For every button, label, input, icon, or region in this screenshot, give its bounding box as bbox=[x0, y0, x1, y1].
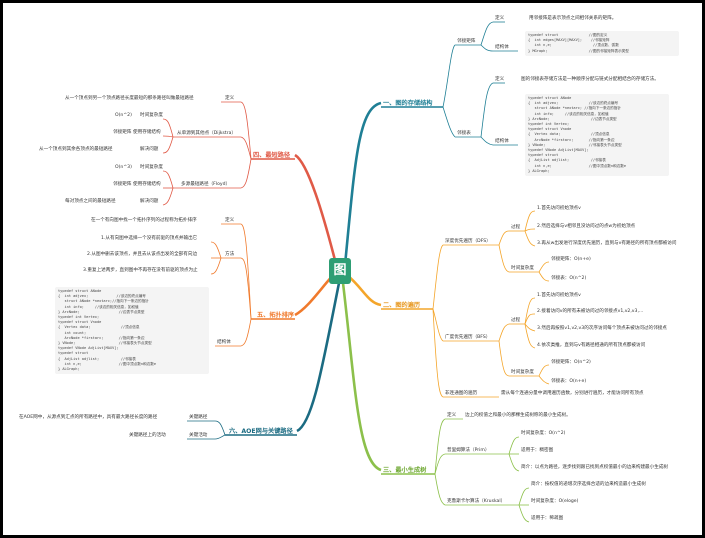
kruskal-item-3: 适用于：稀疏图 bbox=[531, 516, 564, 521]
floyd-complexity: O(n^3) bbox=[115, 165, 132, 170]
floyd-solve-label: 解决问题 bbox=[140, 199, 159, 204]
bfs-step-2: 2.接着访问v的所有未被访问过的邻接点v1,v2,v3,... bbox=[537, 309, 644, 314]
dfs-complexity-2: 邻接表：O(n^2) bbox=[551, 276, 587, 281]
dfs-complexity-label: 时间复杂度 bbox=[511, 266, 534, 271]
topo-struct-label: 结构体 bbox=[217, 340, 231, 345]
kruskal-label[interactable]: 克鲁斯卡尔算法（Kruskal） bbox=[447, 499, 506, 504]
dfs-label[interactable]: 深度优先遍历（DFS） bbox=[445, 239, 491, 244]
branch6-title[interactable]: 六、AOE网与关键路径 bbox=[229, 428, 293, 435]
bfs-complexity-2: 邻接表：O(n+e) bbox=[551, 379, 587, 384]
branch2-title[interactable]: 二、图的遍历 bbox=[383, 302, 421, 309]
dijkstra-label[interactable]: 从单源到其他点（Dijkstra） bbox=[177, 131, 236, 136]
mst-def-label: 定义 bbox=[447, 413, 457, 418]
adj-list-def-text: 图的邻接表存储方法是一种顺序分配与链式分配相结合的存储方法。 bbox=[521, 77, 659, 82]
prim-item-2: 适用于：稠密图 bbox=[521, 448, 554, 453]
dijkstra-solve-label: 解决问题 bbox=[140, 147, 159, 152]
mindmap-links bbox=[162, 21, 550, 523]
non-connected-text: 需从每个连通分量中调用遍历函数，分别进行遍历，才能访问所有顶点 bbox=[501, 391, 644, 396]
bfs-complexity-1: 邻接矩阵：O(n^2) bbox=[551, 360, 591, 365]
link-branch3 bbox=[341, 282, 382, 472]
kruskal-item-2: 时间复杂度：O(eloge) bbox=[531, 499, 579, 504]
bfs-step-4: 4.依次类推，直到与v有路径相通的所有顶点都被访问 bbox=[537, 343, 646, 348]
prim-label[interactable]: 普里姆算法（Prim） bbox=[447, 448, 490, 453]
bfs-label[interactable]: 广度优先遍历（BFS） bbox=[445, 335, 491, 340]
bfs-step-3: 3.然后再按照v1,v2,v3的次序访问每个顶点未被访问过的邻接点 bbox=[537, 326, 667, 331]
dijkstra-storage: 邻接矩阵 bbox=[113, 130, 132, 135]
dijkstra-complexity-label: 时间复杂度 bbox=[140, 113, 163, 118]
bfs-process-label: 过程 bbox=[511, 318, 521, 323]
dfs-complexity-1: 邻接矩阵：O(n+e) bbox=[551, 257, 591, 262]
prim-item-3: 简介：以点为路径，逐步找到跟已找到点权值最小的边来构建最小生成树 bbox=[521, 465, 669, 470]
bfs-step-1: 1.首先访问初始顶点v bbox=[537, 293, 581, 298]
mindmap-canvas: 图 一、图的存储结构 邻接矩阵 定义 用邻接阵是表示顶点之间相邻关系的矩阵。 结… bbox=[3, 3, 702, 535]
floyd-solve: 每对顶点之间的最短路径 bbox=[65, 199, 116, 204]
dijkstra-storage-label: 使用存储结构 bbox=[133, 130, 161, 135]
adj-matrix-struct-label: 结构体 bbox=[495, 45, 509, 50]
topo-code: typedef struct ANode { int adjvex; //该边的… bbox=[55, 287, 209, 375]
dfs-step-1: 1.首先访问初始顶点v bbox=[537, 206, 581, 211]
adj-list-def-label: 定义 bbox=[495, 77, 505, 82]
branch3-title[interactable]: 三、最小生成树 bbox=[383, 467, 427, 474]
floyd-storage-label: 使用存储结构 bbox=[133, 182, 161, 187]
adj-list-label[interactable]: 邻接表 bbox=[457, 131, 471, 136]
topo-def-text: 在一个有向图中找一个拓扑序列的过程称为拓扑排序 bbox=[91, 218, 197, 223]
dijkstra-complexity: O(n^2) bbox=[115, 113, 132, 118]
dijkstra-solve: 从一个顶点到其余各顶点的最短路径 bbox=[39, 147, 113, 152]
critical-path-label: 关键路径 bbox=[189, 415, 208, 420]
floyd-label[interactable]: 多源最短路径（Floyd） bbox=[181, 182, 231, 187]
critical-path-text: 在AOE网中，从源点到汇点的所有路径中，具有最大路径长度的路径 bbox=[19, 415, 158, 420]
bfs-complexity-label: 时间复杂度 bbox=[511, 370, 534, 375]
adj-matrix-code: typedef struct //图的定义 { int edges[MAXV][… bbox=[525, 31, 679, 56]
adj-matrix-def-label: 定义 bbox=[495, 16, 505, 21]
branch1-title[interactable]: 一、图的存储结构 bbox=[383, 100, 433, 107]
critical-activity-label: 关键活动 bbox=[189, 433, 208, 438]
adj-list-code: typedef struct ANode { int adjvex; //该边的… bbox=[525, 94, 669, 177]
dfs-step-2: 2.然后选择与v相邻且没访问过的点w为初始顶点 bbox=[537, 224, 636, 229]
link-branch4 bbox=[294, 153, 339, 269]
dfs-step-3: 3.再从w出发进行深度优先遍历，直到与v有路径的所有顶点都被访问 bbox=[537, 241, 677, 246]
branch4-title[interactable]: 四、最短路径 bbox=[253, 152, 291, 159]
dfs-process-label: 过程 bbox=[511, 225, 521, 230]
adj-list-struct-label: 结构体 bbox=[495, 139, 509, 144]
sp-def-label: 定义 bbox=[225, 96, 235, 101]
prim-item-1: 时间复杂度：O(n^2) bbox=[521, 431, 566, 436]
topo-method-1: 1.从有向图中选择一个没有前驱的顶点并输出它 bbox=[101, 236, 198, 241]
link-branch1 bbox=[343, 101, 382, 266]
floyd-complexity-label: 时间复杂度 bbox=[140, 165, 163, 170]
topo-method-label: 方法 bbox=[225, 252, 235, 257]
link-branch6 bbox=[296, 282, 341, 433]
non-connected-label[interactable]: 非连通图的遍历 bbox=[445, 391, 478, 396]
center-node[interactable]: 图 bbox=[329, 258, 351, 284]
topo-def-label: 定义 bbox=[225, 218, 235, 223]
critical-activity-text: 关键路径上的活动 bbox=[129, 433, 166, 438]
adj-matrix-label[interactable]: 邻接矩阵 bbox=[457, 39, 476, 44]
kruskal-item-1: 简介：按权值的递增次序选择合适的边来构造最小生成树 bbox=[531, 482, 646, 487]
branch5-title[interactable]: 五、拓扑排序 bbox=[257, 312, 295, 319]
topo-method-2: 2.从图中删去该顶点，并且去从该点出发的全部有向边 bbox=[87, 252, 198, 257]
floyd-storage: 邻接矩阵 bbox=[113, 182, 132, 187]
sp-def-text: 从一个顶点到另一个顶点路径长度最短的那条路径叫做最短路径 bbox=[65, 96, 194, 101]
mst-def-text: 边上的权值之和最小的那棵生成树称的最小生成树。 bbox=[465, 413, 571, 418]
adj-matrix-def-text: 用邻接阵是表示顶点之间相邻关系的矩阵。 bbox=[529, 16, 617, 21]
link-branch2 bbox=[346, 273, 382, 307]
topo-method-3: 3.重复上述两步，直到图中不再存在没有前驱的顶点为止 bbox=[83, 268, 198, 273]
